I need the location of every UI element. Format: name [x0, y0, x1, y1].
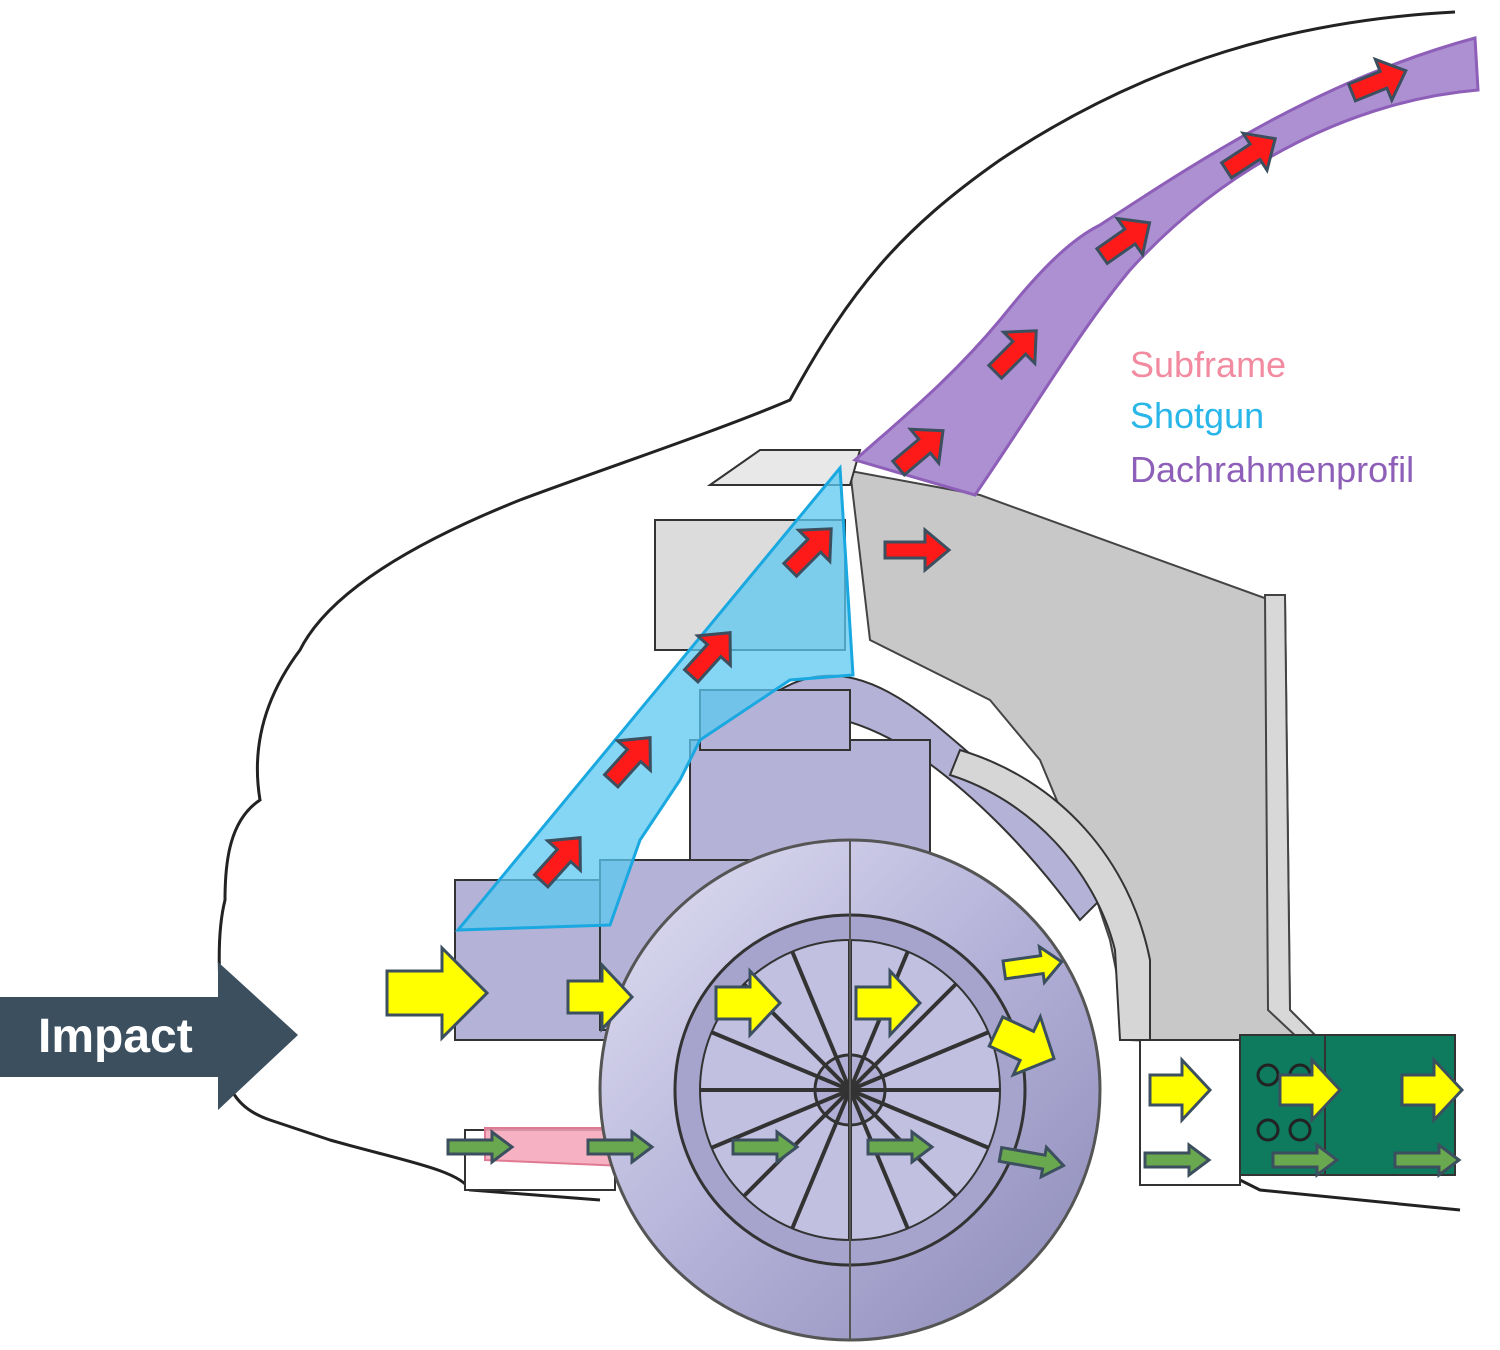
yellow-arrow — [385, 944, 490, 1042]
red-arrow — [890, 427, 945, 478]
red-arrow — [602, 736, 652, 789]
red-arrow — [1346, 56, 1408, 104]
upper-load-path-arrows — [532, 56, 1408, 889]
red-arrow — [883, 526, 952, 574]
impact-arrow: Impact — [0, 962, 298, 1110]
red-arrow — [682, 631, 732, 684]
green-arrow — [1143, 1142, 1212, 1178]
body-panel-pillar — [1263, 594, 1323, 1041]
yellow-arrow — [566, 961, 635, 1033]
yellow-arrow — [1278, 1056, 1343, 1124]
wheel — [598, 838, 1102, 1342]
legend-dachrahmenprofil: Dachrahmenprofil — [1130, 449, 1414, 490]
middle-load-path-arrows — [385, 943, 1465, 1124]
yellow-arrow — [987, 1012, 1056, 1078]
impact-label: Impact — [38, 1010, 193, 1063]
green-arrow — [1393, 1142, 1462, 1178]
green-arrow — [731, 1129, 800, 1165]
yellow-arrow — [1400, 1056, 1465, 1124]
car-body-outline-lower — [1239, 1178, 1461, 1212]
legend: Subframe Shotgun Dachrahmenprofil — [1130, 344, 1414, 490]
yellow-arrow — [714, 967, 783, 1039]
yellow-arrow — [1148, 1056, 1213, 1124]
red-arrow — [1094, 216, 1152, 266]
green-arrow — [1271, 1142, 1340, 1178]
green-arrow — [866, 1129, 935, 1165]
green-arrow — [586, 1129, 655, 1165]
green-arrow — [997, 1144, 1066, 1180]
red-arrow — [781, 527, 833, 579]
legend-shotgun: Shotgun — [1130, 395, 1264, 436]
red-arrow — [1219, 131, 1278, 180]
legend-subframe: Subframe — [1130, 344, 1286, 385]
green-arrow — [446, 1129, 515, 1165]
wheelhouse-arch — [948, 748, 1151, 1041]
shotgun-region — [454, 464, 855, 932]
cowl-top — [706, 449, 862, 486]
red-arrow — [532, 836, 582, 889]
lower-load-path-arrows — [446, 1129, 1462, 1180]
red-arrow — [986, 329, 1038, 381]
yellow-arrow — [854, 967, 923, 1039]
yellow-arrow — [1001, 943, 1064, 986]
